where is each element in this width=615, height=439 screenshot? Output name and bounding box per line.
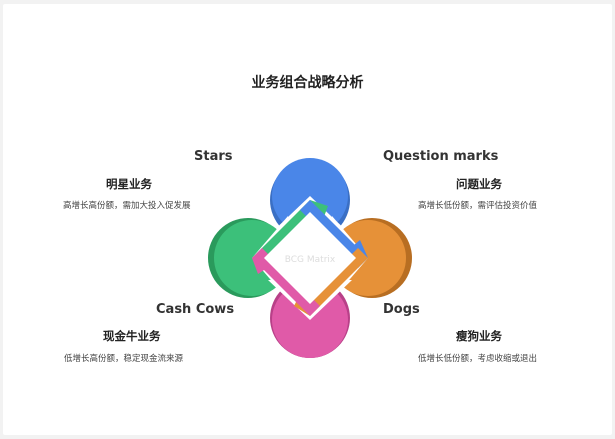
cash-cows-title-en: Cash Cows [156, 302, 235, 317]
cash-cows-description: 低增长高份额，稳定现金流来源 [64, 354, 184, 364]
arrow-band-cash-cows [252, 248, 320, 316]
dogs-description: 低增长低份额，考虑收缩或退出 [418, 354, 538, 364]
question-marks-title-cn: 问题业务 [456, 177, 502, 191]
stars-title-en: Stars [194, 149, 233, 164]
stars-title-cn: 明星业务 [106, 177, 152, 191]
question-marks-description: 高增长低份额，需评估投资价值 [418, 201, 538, 211]
center-label: BCG Matrix [285, 255, 336, 265]
dogs-title-en: Dogs [383, 302, 420, 317]
page-title: 业务组合战略分析 [251, 75, 364, 91]
center-diamond [264, 212, 356, 304]
question-marks-title-en: Question marks [383, 149, 499, 164]
dogs-title-cn: 瘦狗业务 [456, 329, 502, 343]
cash-cows-title-cn: 现金牛业务 [103, 329, 161, 343]
stars-description: 高增长高份额，需加大投入促发展 [63, 201, 191, 211]
